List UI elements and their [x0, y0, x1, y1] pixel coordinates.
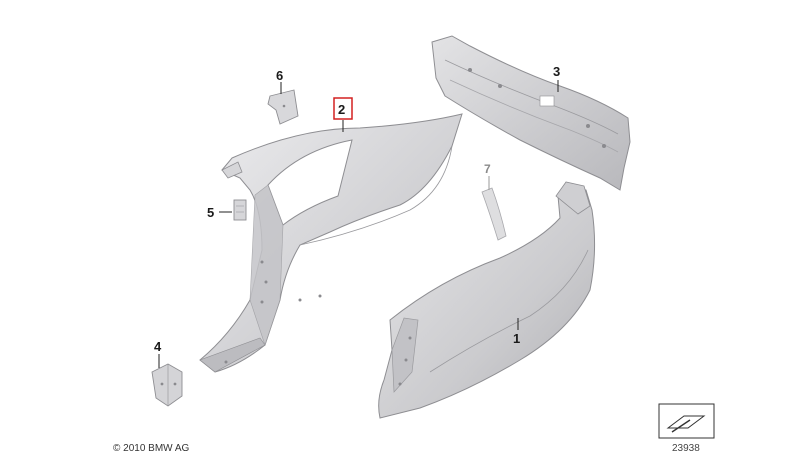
drawing-reference-symbol: [658, 403, 715, 439]
callout-2[interactable]: 2: [338, 102, 345, 117]
part-1-outer-side-panel: [378, 181, 596, 419]
callout-3[interactable]: 3: [553, 64, 560, 79]
part-5-plate: [233, 199, 247, 221]
part-7-strip: [481, 187, 507, 241]
callout-4[interactable]: 4: [154, 339, 162, 354]
callout-2-highlight-box: [333, 97, 353, 120]
part-3-rear-panel: [431, 35, 631, 191]
callout-6[interactable]: 6: [276, 68, 283, 83]
part-2-side-frame: [199, 113, 463, 373]
copyright-text: © 2010 BMW AG: [113, 443, 190, 454]
callout-1[interactable]: 1: [513, 331, 520, 346]
part-4-angle-bracket: [151, 363, 183, 407]
drawing-number: 23938: [672, 443, 700, 454]
callout-7[interactable]: 7: [484, 162, 491, 176]
part-6-bracket: [267, 89, 299, 125]
callout-5[interactable]: 5: [207, 205, 214, 220]
